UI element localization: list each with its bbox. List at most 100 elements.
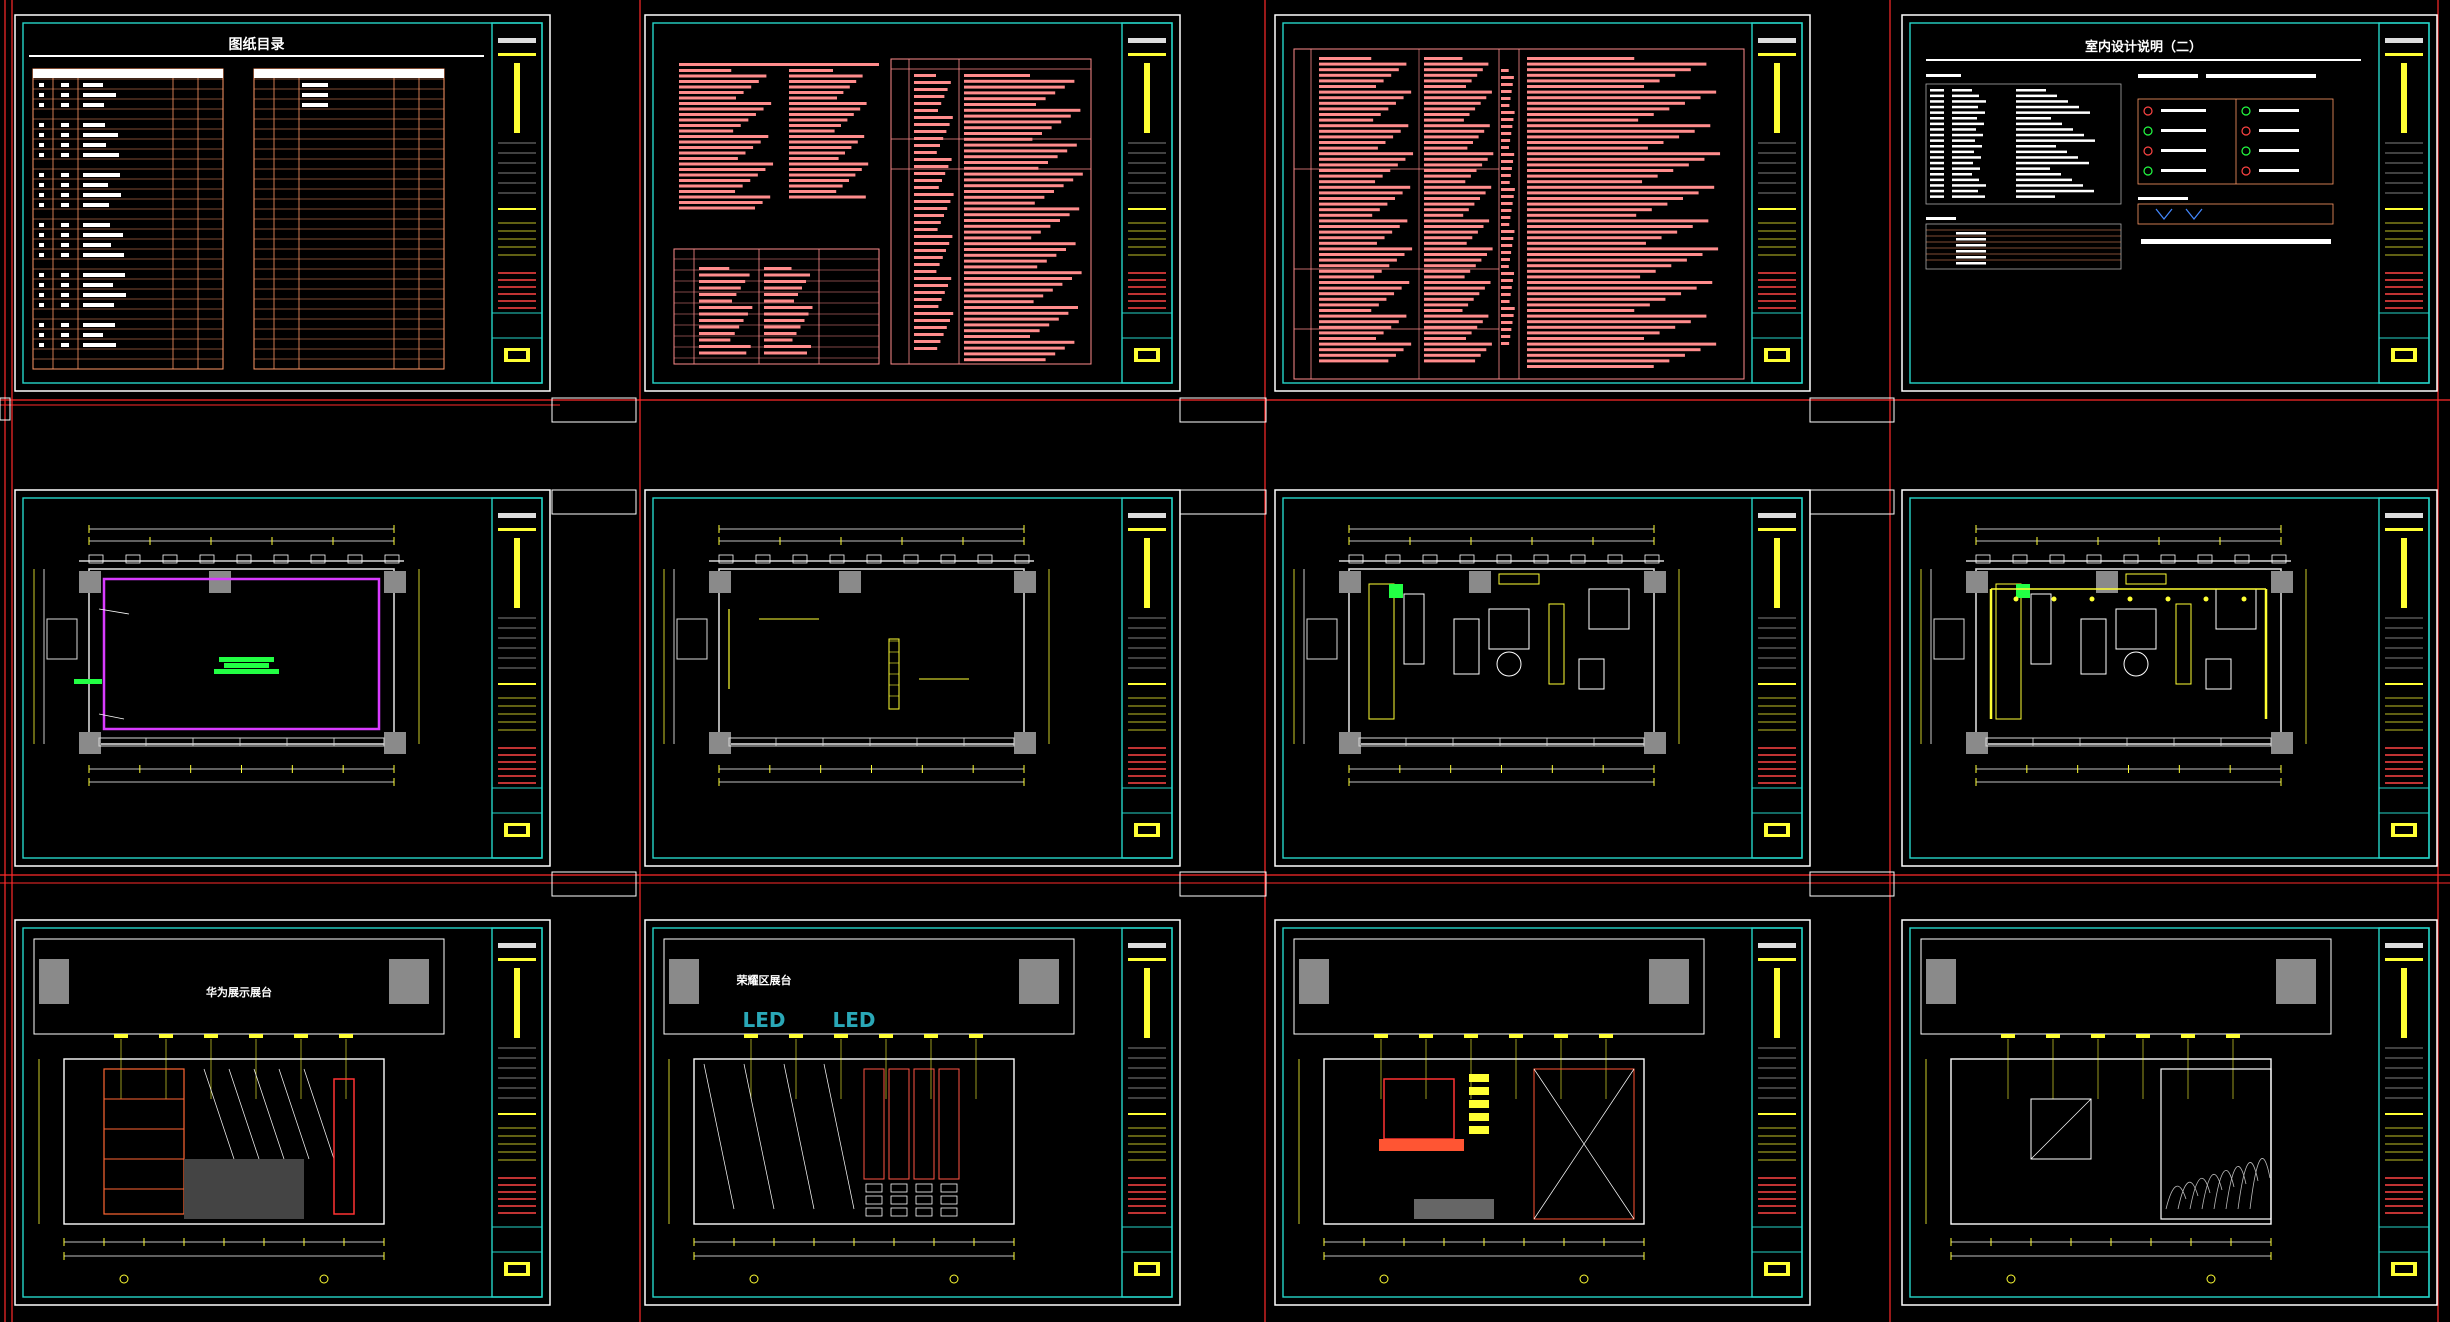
annotation-tag bbox=[924, 1034, 938, 1038]
display-table bbox=[1403, 593, 1425, 665]
material-name bbox=[1952, 156, 1981, 159]
downlight bbox=[2127, 596, 2133, 602]
note-line bbox=[1424, 213, 1464, 217]
note-line bbox=[964, 97, 1046, 101]
note-line bbox=[964, 108, 1081, 112]
note-line bbox=[964, 265, 1038, 269]
material-code bbox=[1930, 150, 1944, 154]
title-block-frame bbox=[1121, 497, 1173, 859]
title-block-frame bbox=[1121, 927, 1173, 1298]
note-line bbox=[1527, 225, 1693, 228]
column-section bbox=[2276, 959, 2316, 1004]
note-line bbox=[1527, 197, 1683, 200]
index-header bbox=[33, 69, 223, 78]
sheet-title: 图纸目录 bbox=[229, 36, 285, 53]
note-line bbox=[679, 80, 759, 83]
finish-desc bbox=[1956, 262, 1986, 265]
note-line bbox=[1424, 297, 1474, 301]
signage bbox=[1498, 573, 1540, 585]
note-line bbox=[1424, 124, 1490, 128]
column-block bbox=[1966, 571, 1988, 593]
note-line bbox=[914, 298, 942, 301]
title-stripe bbox=[2385, 38, 2423, 43]
material-name bbox=[1952, 94, 1979, 98]
note-line bbox=[1501, 195, 1514, 198]
note-line bbox=[1501, 223, 1510, 226]
note-line bbox=[1501, 132, 1512, 135]
note-line bbox=[1527, 297, 1666, 301]
index-entry bbox=[39, 193, 44, 197]
note-line bbox=[1319, 141, 1386, 144]
logo-bar bbox=[1774, 63, 1780, 133]
note-line bbox=[679, 91, 744, 94]
index-entry bbox=[39, 183, 44, 187]
material-desc bbox=[2016, 100, 2068, 103]
beam-bracket bbox=[2012, 554, 2028, 564]
note-line bbox=[679, 135, 769, 138]
column-block bbox=[1339, 571, 1361, 593]
note-line bbox=[964, 230, 1041, 234]
column-block bbox=[709, 732, 731, 754]
note-line bbox=[1319, 202, 1388, 206]
annotation-tag bbox=[2181, 1034, 2195, 1038]
note-line bbox=[699, 345, 751, 348]
note-line bbox=[1319, 169, 1391, 172]
column-block bbox=[1644, 732, 1666, 754]
note-line bbox=[964, 207, 1080, 211]
note-line bbox=[1319, 73, 1392, 77]
table-heading bbox=[1926, 217, 1956, 220]
material-code bbox=[1930, 111, 1944, 114]
note-line bbox=[1424, 314, 1489, 318]
material-desc bbox=[2016, 161, 2089, 165]
finish-desc bbox=[1956, 244, 1986, 247]
elevation-outline bbox=[693, 1058, 1015, 1225]
drawer bbox=[940, 1183, 958, 1193]
note-line bbox=[964, 126, 1052, 130]
beam-bracket bbox=[310, 554, 326, 564]
glass-hatch bbox=[823, 1063, 855, 1210]
note-line bbox=[1319, 146, 1378, 150]
column-block bbox=[1469, 571, 1491, 593]
note-line bbox=[964, 329, 1040, 333]
note-line bbox=[789, 113, 854, 116]
note-line bbox=[764, 306, 813, 309]
logo-bar bbox=[1774, 968, 1780, 1038]
title-stripe bbox=[2385, 208, 2423, 210]
note-line bbox=[679, 129, 734, 133]
material-desc bbox=[2016, 105, 2079, 109]
symbol-icon bbox=[2241, 126, 2251, 136]
title-stripe bbox=[1758, 1113, 1796, 1115]
annotation-tag bbox=[204, 1034, 218, 1038]
index-entry bbox=[83, 103, 104, 107]
note-line bbox=[679, 69, 732, 72]
index-entry bbox=[83, 333, 103, 337]
note-line bbox=[1527, 163, 1689, 167]
note-line bbox=[1424, 303, 1469, 307]
symbol-icon bbox=[2143, 106, 2153, 116]
note-line bbox=[764, 273, 810, 277]
sheet-title: 室内设计说明（二） bbox=[2085, 39, 2202, 55]
material-code bbox=[1930, 139, 1944, 142]
drawing-sheet-6 bbox=[644, 489, 1181, 867]
title-stripe bbox=[1758, 53, 1796, 56]
material-name bbox=[1952, 111, 1985, 114]
note-line bbox=[1424, 174, 1471, 178]
symbol-label bbox=[2259, 129, 2299, 132]
note-line bbox=[964, 74, 1030, 77]
note-line bbox=[1424, 281, 1491, 284]
sheet-border bbox=[644, 489, 1181, 867]
index-entry bbox=[83, 173, 120, 177]
note-line bbox=[679, 146, 754, 149]
drawing-number-gap bbox=[508, 1265, 526, 1273]
note-line bbox=[914, 277, 952, 280]
title-stripe bbox=[498, 1113, 536, 1115]
note-line bbox=[1501, 237, 1514, 240]
mural-panel bbox=[2160, 1068, 2272, 1220]
notes-table bbox=[673, 248, 880, 365]
annotation-tag bbox=[159, 1034, 173, 1038]
column-section bbox=[669, 959, 699, 1004]
note-line bbox=[1424, 359, 1476, 363]
wardrobe-bay bbox=[863, 1068, 885, 1180]
note-line bbox=[964, 352, 1056, 356]
leader-line bbox=[98, 608, 130, 615]
